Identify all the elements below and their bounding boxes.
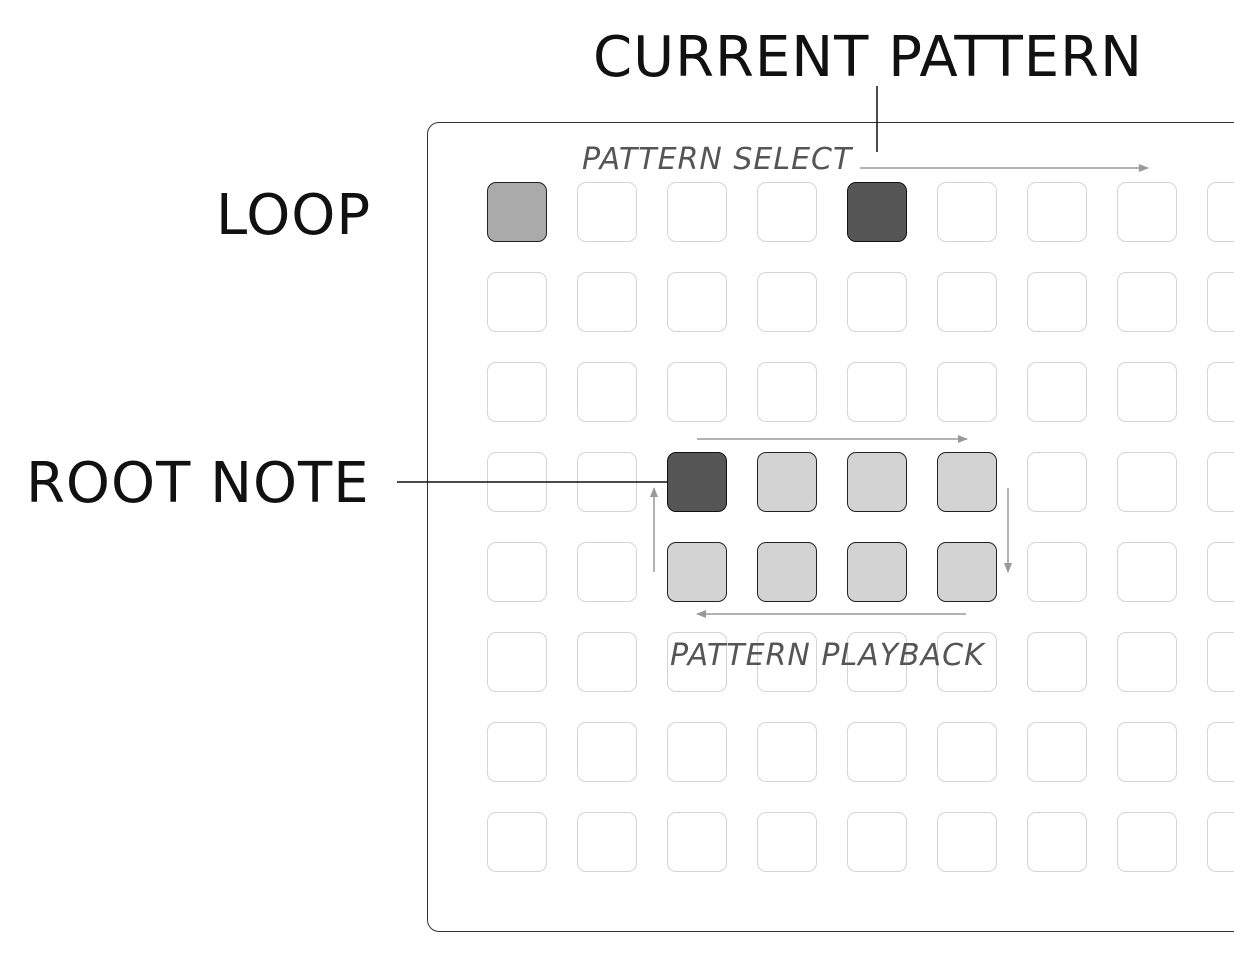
grid-pad[interactable]: [847, 362, 907, 422]
grid-pad[interactable]: [847, 812, 907, 872]
grid-pad[interactable]: [937, 272, 997, 332]
loop-label: LOOP: [216, 183, 372, 248]
grid-pad[interactable]: [487, 632, 547, 692]
grid-pad[interactable]: [577, 272, 637, 332]
grid-pad[interactable]: [937, 452, 997, 512]
grid-pad[interactable]: [1027, 182, 1087, 242]
pattern-select-label: PATTERN SELECT: [582, 142, 853, 177]
grid-pad[interactable]: [667, 272, 727, 332]
grid-pad[interactable]: [1117, 722, 1177, 782]
grid-pad[interactable]: [937, 182, 997, 242]
grid-pad[interactable]: [937, 812, 997, 872]
grid-pad[interactable]: [1027, 542, 1087, 602]
grid-pad[interactable]: [1027, 272, 1087, 332]
grid-pad[interactable]: [577, 452, 637, 512]
grid-pad[interactable]: [667, 452, 727, 512]
grid-pad[interactable]: [667, 812, 727, 872]
grid-pad[interactable]: [1027, 632, 1087, 692]
grid-pad[interactable]: [937, 542, 997, 602]
grid-pad[interactable]: [1207, 542, 1234, 602]
grid-pad[interactable]: [577, 812, 637, 872]
grid-pad[interactable]: [487, 812, 547, 872]
grid-pad[interactable]: [847, 272, 907, 332]
grid-pad[interactable]: [937, 632, 997, 692]
grid-pad[interactable]: [1117, 272, 1177, 332]
grid-pad[interactable]: [847, 722, 907, 782]
grid-pad[interactable]: [1207, 722, 1234, 782]
grid-pad[interactable]: [1117, 182, 1177, 242]
grid-pad[interactable]: [577, 632, 637, 692]
grid-pad[interactable]: [757, 542, 817, 602]
grid-pad[interactable]: [757, 182, 817, 242]
grid-pad[interactable]: [1117, 812, 1177, 872]
grid-pad[interactable]: [1207, 362, 1234, 422]
grid-pad[interactable]: [937, 722, 997, 782]
grid-controller: [427, 122, 1234, 932]
grid-pad[interactable]: [1207, 812, 1234, 872]
grid-pad[interactable]: [1207, 182, 1234, 242]
grid-pad[interactable]: [577, 542, 637, 602]
grid-pad[interactable]: [667, 632, 727, 692]
current-pattern-label: CURRENT PATTERN: [593, 25, 1143, 90]
grid-pad[interactable]: [577, 362, 637, 422]
grid-pad[interactable]: [667, 722, 727, 782]
grid-pad[interactable]: [667, 542, 727, 602]
grid-pad[interactable]: [1117, 452, 1177, 512]
grid-pad[interactable]: [847, 182, 907, 242]
grid-pad[interactable]: [1027, 812, 1087, 872]
grid-pad[interactable]: [1027, 722, 1087, 782]
grid-pad[interactable]: [667, 182, 727, 242]
grid-pad[interactable]: [1207, 452, 1234, 512]
grid-pad[interactable]: [757, 452, 817, 512]
grid-pad[interactable]: [847, 542, 907, 602]
grid-pad[interactable]: [487, 452, 547, 512]
grid-pad[interactable]: [487, 722, 547, 782]
grid-pad[interactable]: [757, 722, 817, 782]
grid-pad[interactable]: [757, 362, 817, 422]
grid-pad[interactable]: [577, 182, 637, 242]
root-note-label: ROOT NOTE: [26, 451, 370, 516]
grid-pad[interactable]: [757, 272, 817, 332]
grid-pad[interactable]: [577, 722, 637, 782]
grid-pad[interactable]: [667, 362, 727, 422]
pattern-playback-label: PATTERN PLAYBACK: [670, 638, 985, 673]
grid-pad[interactable]: [1027, 452, 1087, 512]
grid-pad[interactable]: [487, 362, 547, 422]
grid-pad[interactable]: [1117, 542, 1177, 602]
grid-pad[interactable]: [487, 542, 547, 602]
grid-pad[interactable]: [757, 632, 817, 692]
grid-pad[interactable]: [487, 272, 547, 332]
grid-pad[interactable]: [1117, 632, 1177, 692]
grid-pad[interactable]: [487, 182, 547, 242]
grid-pad[interactable]: [847, 632, 907, 692]
grid-pad[interactable]: [757, 812, 817, 872]
grid-pad[interactable]: [1207, 272, 1234, 332]
grid-pad[interactable]: [1027, 362, 1087, 422]
grid-pad[interactable]: [847, 452, 907, 512]
grid-pad[interactable]: [1207, 632, 1234, 692]
grid-pad[interactable]: [1117, 362, 1177, 422]
grid-pad[interactable]: [937, 362, 997, 422]
